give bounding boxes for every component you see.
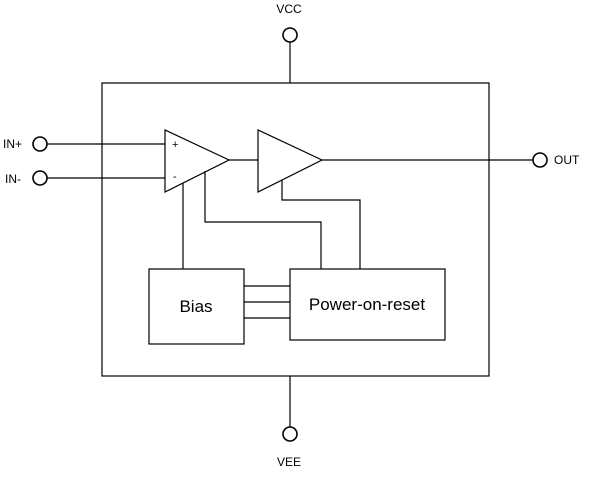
comparator-plus-sign: + <box>172 139 178 151</box>
vee-pin[interactable] <box>282 426 298 442</box>
out-label: OUT <box>554 153 580 167</box>
in-plus-label: IN+ <box>3 137 22 151</box>
in-minus-label: IN- <box>5 172 21 186</box>
buffer-to-por-wire <box>281 180 361 269</box>
in-plus-pin[interactable] <box>32 136 48 152</box>
power-on-reset-label: Power-on-reset <box>309 295 425 314</box>
bias-label: Bias <box>179 297 212 316</box>
comparator-to-por-wire <box>204 171 322 269</box>
power-on-reset-block <box>289 268 446 341</box>
comparator-triangle <box>164 129 231 193</box>
buffer-triangle <box>257 129 324 193</box>
in-minus-pin[interactable] <box>32 170 48 186</box>
bias-block <box>148 268 245 345</box>
out-pin[interactable] <box>532 152 548 168</box>
vcc-label: VCC <box>276 2 302 16</box>
comparator-minus-sign: - <box>173 171 177 183</box>
vcc-pin[interactable] <box>282 27 298 43</box>
vee-label: VEE <box>277 455 301 469</box>
